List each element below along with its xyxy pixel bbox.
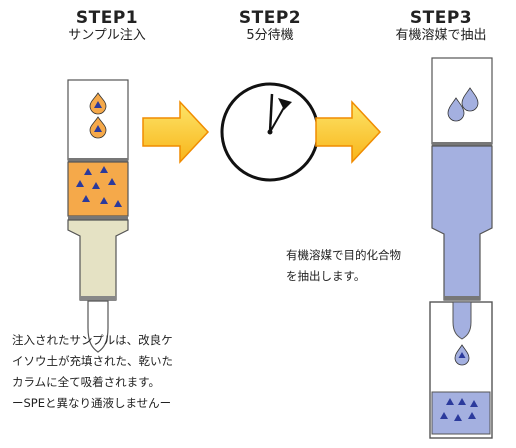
sample-droplet	[89, 116, 107, 139]
column-outlet-frit	[80, 296, 116, 301]
column-frit-top	[432, 142, 492, 146]
arrow-right-icon	[315, 100, 382, 164]
column-tip	[452, 301, 472, 340]
column-outlet-frit	[444, 296, 480, 300]
collected-extract	[431, 391, 491, 435]
sample-droplet	[89, 92, 107, 115]
solvent-droplet	[461, 87, 479, 112]
step-subtitle: サンプル注入	[68, 28, 146, 43]
step3-caption: 有機溶媒で目的化合物 を抽出します。	[286, 245, 401, 287]
solvent-filled-column	[431, 145, 493, 301]
clock-hand-hour	[268, 93, 274, 133]
step-subtitle: 有機溶媒で抽出	[395, 28, 487, 43]
step1-heading: STEP1 サンプル注入	[32, 8, 182, 44]
step2-heading: STEP2 5分待機	[195, 8, 345, 44]
caption-line: ーSPEと異なり通液しませんー	[12, 396, 172, 410]
solvent-droplet	[447, 97, 465, 122]
step-title: STEP1	[75, 8, 139, 28]
column-tip	[87, 300, 109, 353]
column-funnel	[67, 219, 129, 301]
caption-line: 注入されたサンプルは、改良ケ	[12, 333, 173, 347]
arrow-right-icon	[142, 100, 210, 164]
caption-line: を抽出します。	[286, 269, 366, 283]
caption-line: 有機溶媒で目的化合物	[286, 248, 401, 262]
step-title: STEP3	[409, 8, 473, 28]
analyte-particles	[76, 166, 122, 207]
step3-column	[429, 57, 493, 439]
column-frit-bottom	[68, 216, 128, 220]
extracted-analytes	[440, 398, 478, 421]
column-frit-top	[68, 158, 128, 162]
clock-icon	[220, 82, 320, 182]
eluate-droplet	[454, 344, 470, 366]
step-title: STEP2	[238, 8, 302, 28]
step-subtitle: 5分待機	[246, 28, 294, 43]
step3-heading: STEP3 有機溶媒で抽出	[366, 8, 516, 44]
caption-line: イソウ土が充填された、乾いた	[12, 354, 173, 368]
caption-line: カラムに全て吸着されます。	[12, 375, 161, 389]
step1-column	[67, 79, 129, 353]
step1-caption: 注入されたサンプルは、改良ケ イソウ土が充填された、乾いた カラムに全て吸着され…	[12, 330, 173, 414]
